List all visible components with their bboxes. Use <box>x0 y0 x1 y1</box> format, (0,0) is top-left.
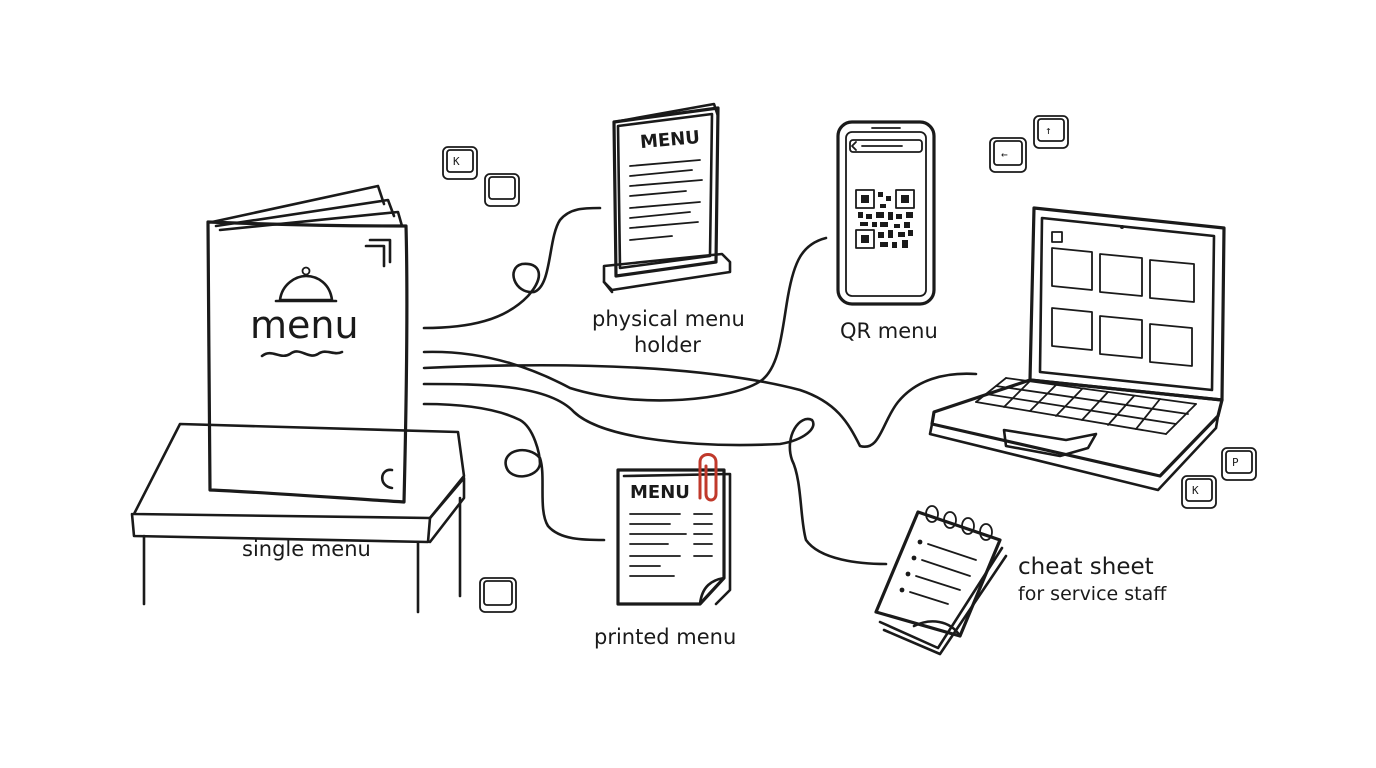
keycap-letter: P <box>1232 456 1239 469</box>
holder-card <box>612 106 720 278</box>
keycap-letter: K <box>1192 484 1199 497</box>
laptop-keyboard <box>975 377 1197 435</box>
single-menu-label: single menu <box>242 537 371 561</box>
cheat-sheet-label-line1: cheat sheet <box>1018 554 1154 580</box>
keycap-k-bottom: K <box>1181 475 1217 509</box>
menu-book-cover <box>206 220 409 504</box>
laptop-node <box>928 206 1226 492</box>
holder-label-line2: holder <box>634 333 701 357</box>
laptop-trackpad <box>1002 428 1098 458</box>
cheat-sheet-node: cheat sheet for service staff <box>874 505 1167 656</box>
phone-body <box>836 120 936 306</box>
notepad-page <box>874 510 1002 638</box>
keycap-letter: K <box>453 155 460 168</box>
connector-laptop <box>422 363 978 449</box>
holder-card-title: MENU <box>639 127 700 153</box>
holder-text-lines <box>629 159 703 241</box>
laptop-screen-tiles <box>1051 247 1195 367</box>
printed-menu-node: MENU printed menu <box>594 453 736 649</box>
qr-code-icon <box>855 189 915 249</box>
holder-label-line1: physical menu <box>592 307 745 331</box>
keycap-blank-top <box>484 173 520 207</box>
single-menu-node: menu single menu <box>130 184 466 614</box>
cloche-icon <box>274 266 338 303</box>
keycap-arrow-left: ← <box>989 137 1027 173</box>
menu-book-title: menu <box>250 303 359 347</box>
cheat-sheet-label-line2: for service staff <box>1018 583 1167 605</box>
keycap-letter: ↑ <box>1045 124 1052 137</box>
table-illustration <box>130 422 466 614</box>
connector-qr-menu <box>422 236 828 402</box>
connector-physical-holder <box>422 206 602 330</box>
qr-menu-label: QR menu <box>840 319 938 343</box>
qr-menu-node: QR menu <box>836 120 938 343</box>
keycap-k-top: K <box>442 146 478 180</box>
printed-menu-lines <box>629 513 713 577</box>
physical-holder-node: MENU physical menu holder <box>592 102 745 357</box>
laptop-lid <box>1028 206 1226 402</box>
notepad-checklist <box>899 539 977 605</box>
keycaps: K ↑ ← P K <box>442 115 1257 613</box>
printed-menu-title: MENU <box>630 482 690 503</box>
keycap-letter: ← <box>1001 148 1008 161</box>
keycap-p: P <box>1221 447 1257 481</box>
laptop-base <box>930 378 1224 478</box>
connector-printed-menu <box>422 402 606 542</box>
connectors <box>422 206 978 566</box>
keycap-blank-bottom <box>479 577 517 613</box>
keycap-arrow-up: ↑ <box>1033 115 1069 149</box>
printed-menu-label: printed menu <box>594 625 736 649</box>
paperclip-icon <box>698 453 718 502</box>
spiral-binding-icon <box>925 505 993 541</box>
connector-cheat-sheet <box>422 382 888 566</box>
